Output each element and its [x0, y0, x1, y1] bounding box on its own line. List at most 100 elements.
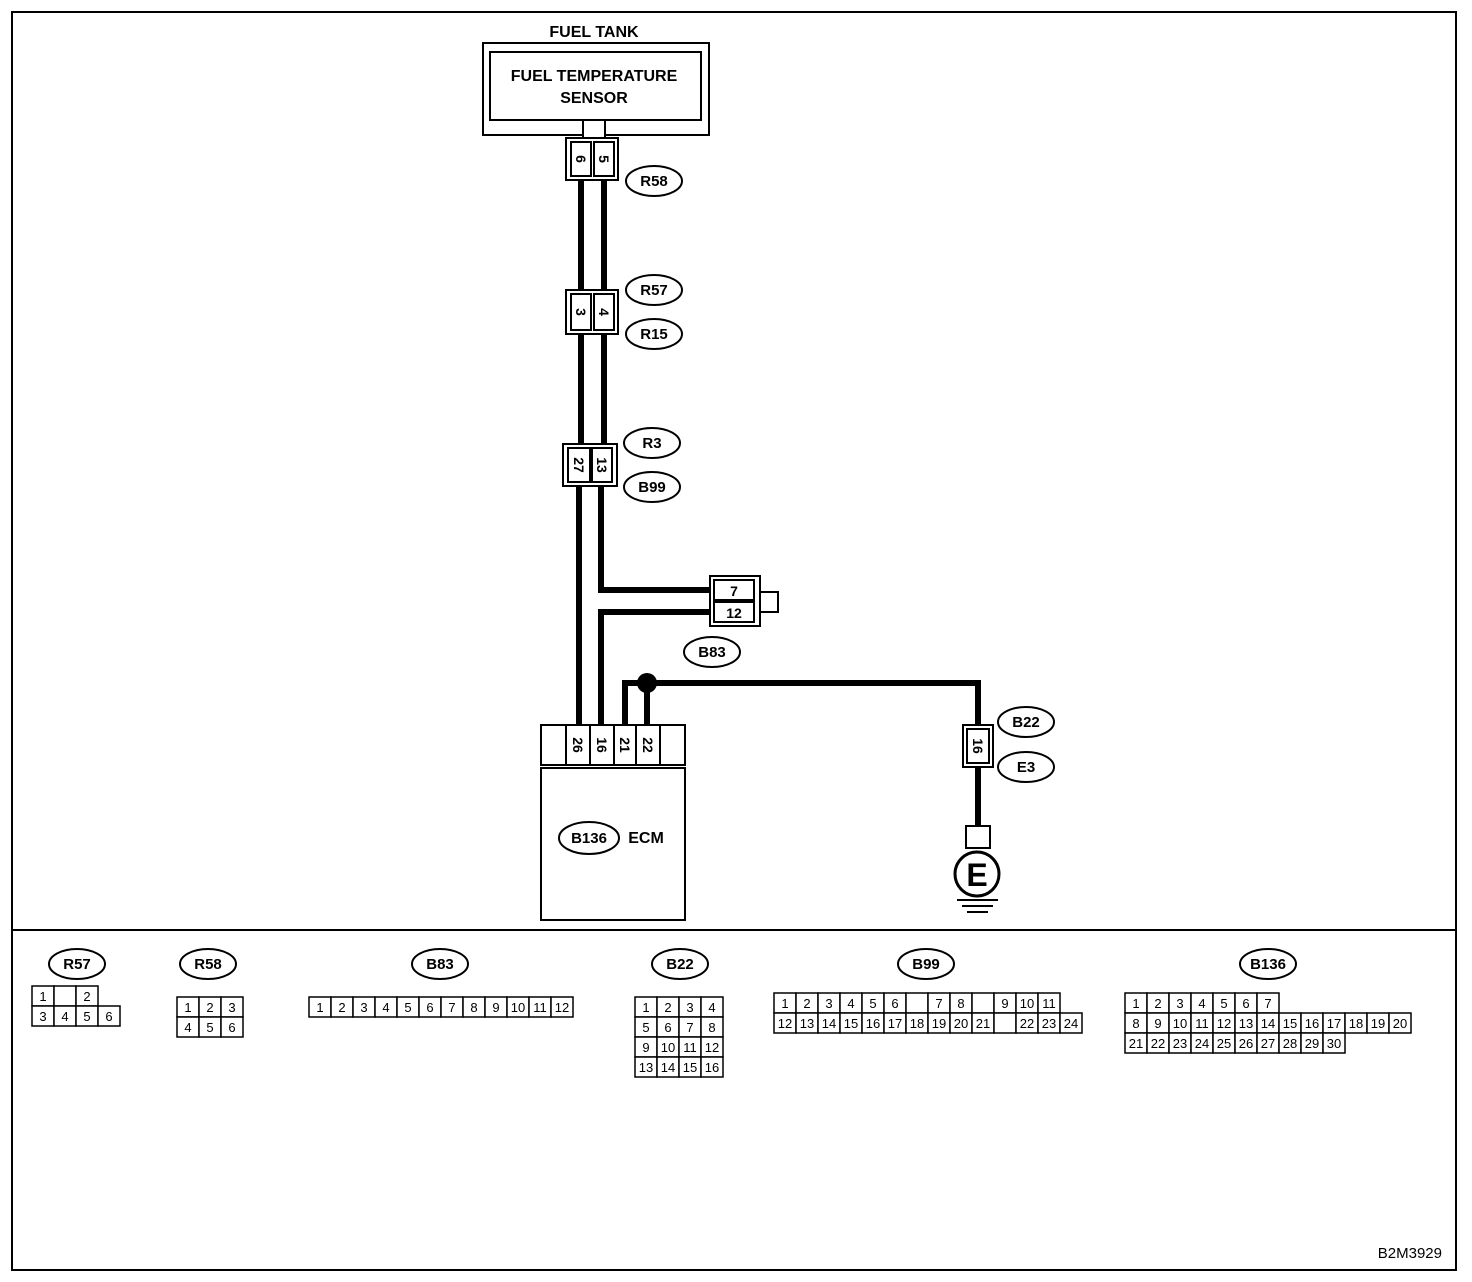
face-pin: 11 — [1042, 996, 1056, 1011]
face-pin: 7 — [1264, 996, 1271, 1011]
face-label: B83 — [426, 956, 454, 973]
ecm-pin-22: 22 — [640, 737, 656, 753]
face-pin: 4 — [1198, 996, 1205, 1011]
face-pin: 18 — [910, 1016, 924, 1031]
diagram-frame — [11, 11, 1457, 1271]
face-pin: 3 — [825, 996, 832, 1011]
face-pin: 18 — [1349, 1016, 1363, 1031]
ref-b99: B99 — [638, 479, 666, 496]
oval-r3 — [623, 427, 681, 459]
face-pin: 29 — [1305, 1036, 1319, 1051]
face-pin: 28 — [1283, 1036, 1297, 1051]
face-pin: 12 — [778, 1016, 792, 1031]
oval-b83 — [683, 636, 741, 668]
face-pin: 6 — [426, 1000, 433, 1015]
face-pin: 4 — [184, 1020, 191, 1035]
ecm-pin-16: 16 — [594, 737, 610, 753]
face-pin: 14 — [1261, 1016, 1275, 1031]
face-oval — [897, 948, 955, 980]
face-pin: 4 — [708, 1000, 715, 1015]
face-pin: 10 — [661, 1040, 675, 1055]
ref-r3: R3 — [642, 435, 661, 452]
face-pin: 20 — [954, 1016, 968, 1031]
face-pin: 4 — [847, 996, 854, 1011]
face-label: R57 — [63, 956, 91, 973]
face-pin: 10 — [1020, 996, 1034, 1011]
face-pin: 3 — [686, 1000, 693, 1015]
face-pin: 19 — [932, 1016, 946, 1031]
face-label: R58 — [194, 956, 222, 973]
r3-pin-b: 13 — [594, 457, 610, 473]
face-cell — [905, 992, 929, 1014]
face-pin: 13 — [639, 1060, 653, 1075]
face-cell — [1059, 1012, 1083, 1034]
face-pin: 17 — [888, 1016, 902, 1031]
face-pin: 2 — [803, 996, 810, 1011]
face-pin: 1 — [39, 989, 46, 1004]
face-pin: 7 — [935, 996, 942, 1011]
face-pin: 11 — [683, 1040, 697, 1055]
face-pin: 11 — [533, 1000, 547, 1015]
connector-r3-b99: 27 13 — [562, 443, 618, 487]
b83-pin-a: 7 — [730, 583, 738, 599]
face-pin: 2 — [664, 1000, 671, 1015]
oval-b136 — [558, 821, 620, 855]
face-pin: 16 — [705, 1060, 719, 1075]
face-pin: 8 — [957, 996, 964, 1011]
face-pin: 8 — [470, 1000, 477, 1015]
oval-r58 — [625, 165, 683, 197]
face-pin: 19 — [1371, 1016, 1385, 1031]
ref-b136: B136 — [571, 830, 607, 847]
oval-r57 — [625, 274, 683, 306]
face-oval — [179, 948, 237, 980]
face-pin: 21 — [1129, 1036, 1143, 1051]
face-pin: 10 — [511, 1000, 525, 1015]
face-pin: 16 — [866, 1016, 880, 1031]
face-pin: 2 — [206, 1000, 213, 1015]
face-pin: 15 — [844, 1016, 858, 1031]
face-oval — [48, 948, 106, 980]
face-pin: 7 — [448, 1000, 455, 1015]
ref-r57: R57 — [640, 282, 668, 299]
face-cell — [550, 996, 574, 1018]
face-pin: 9 — [1154, 1016, 1161, 1031]
splice-junction — [637, 673, 657, 693]
face-label: B136 — [1250, 956, 1286, 973]
face-pin: 3 — [228, 1000, 235, 1015]
face-pin: 12 — [705, 1040, 719, 1055]
face-pin: 16 — [1305, 1016, 1319, 1031]
face-cell — [971, 992, 995, 1014]
face-pin: 3 — [360, 1000, 367, 1015]
face-pin: 26 — [1239, 1036, 1253, 1051]
face-pin: 23 — [1042, 1016, 1056, 1031]
face-pin: 8 — [708, 1020, 715, 1035]
face-pin: 3 — [1176, 996, 1183, 1011]
face-pin: 14 — [822, 1016, 836, 1031]
face-pin: 20 — [1393, 1016, 1407, 1031]
face-pin: 23 — [1173, 1036, 1187, 1051]
b22-pin: 16 — [970, 738, 986, 754]
face-pin: 2 — [1154, 996, 1161, 1011]
connector-b83: 7 12 — [709, 575, 779, 627]
face-pin: 15 — [683, 1060, 697, 1075]
face-pin: 6 — [664, 1020, 671, 1035]
face-pin: 6 — [891, 996, 898, 1011]
face-pin: 5 — [83, 1009, 90, 1024]
ref-b22: B22 — [1012, 714, 1040, 731]
face-pin: 4 — [382, 1000, 389, 1015]
sensor-box — [489, 51, 702, 121]
face-pin: 24 — [1195, 1036, 1209, 1051]
face-pin: 14 — [661, 1060, 675, 1075]
face-pin: 6 — [1242, 996, 1249, 1011]
face-pin: 21 — [976, 1016, 990, 1031]
r57-pin-b: 4 — [596, 308, 612, 316]
face-pin: 1 — [316, 1000, 323, 1015]
sensor-label-line2: SENSOR — [560, 90, 628, 107]
face-pin: 1 — [781, 996, 788, 1011]
